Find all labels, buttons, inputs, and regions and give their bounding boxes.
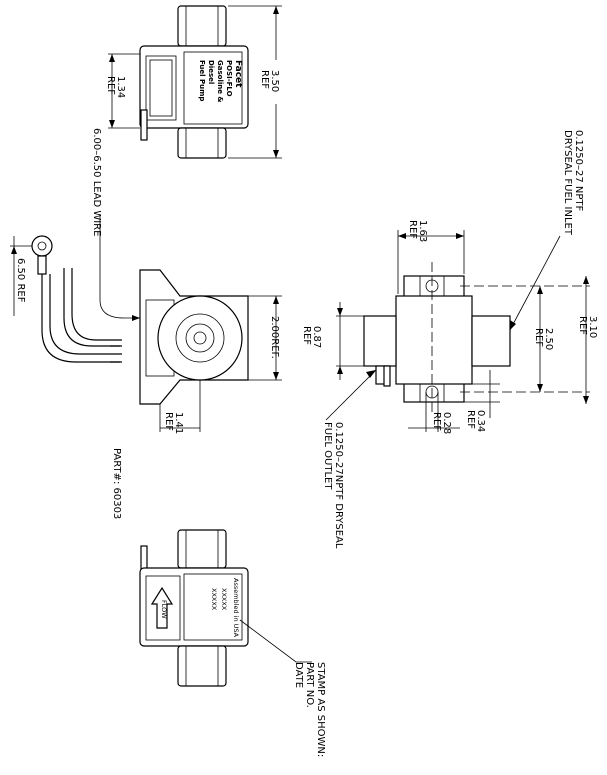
- dim-350-ref: REF: [259, 70, 270, 89]
- label-line3: Diesel: [207, 60, 215, 84]
- stamp-note-3: DATE: [293, 662, 304, 688]
- side-view: 6.50 REF 2.00REF. 1.41: [10, 214, 282, 434]
- dim-028-ref: REF: [431, 412, 442, 431]
- label-brand: Facet: [233, 60, 243, 88]
- flow-label: FLOW: [160, 600, 168, 619]
- dim-134-ref: REF: [105, 76, 116, 95]
- stamp-note-1: STAMP AS SHOWN:: [315, 662, 326, 757]
- dim-141: 1.41: [173, 412, 184, 434]
- dim-350: 3.50: [269, 70, 280, 92]
- dim-310: 3.10: [587, 316, 598, 338]
- label-line4: Fuel Pump: [198, 60, 206, 101]
- dim-250: 2.50: [543, 328, 554, 350]
- dim-250-ref: REF: [533, 328, 544, 347]
- lead-ref: 6.50 REF: [15, 258, 26, 303]
- outlet-note-2: FUEL OUTLET: [322, 422, 333, 490]
- dim-310-ref: REF: [577, 316, 588, 335]
- end-view: 1.63 REF 3.10 REF 2.50 REF 0.87 REF: [301, 130, 598, 549]
- dim-034: 0.34: [475, 410, 486, 432]
- stamp-part: XXXXX: [220, 588, 228, 611]
- stamp-note-2: PART NO.: [304, 662, 315, 708]
- lead-wire-note: 6.00–6.50 LEAD WIRE: [91, 128, 102, 236]
- stamp-date: XXXXX: [210, 588, 218, 611]
- stamp-origin: Assembled in USA: [232, 578, 240, 638]
- outlet-note-1: 0.1250–27NPTF DRYSEAL: [333, 422, 344, 549]
- dim-087-ref: REF: [301, 326, 312, 345]
- inlet-note-1: 0.1250–27 NPTF: [573, 130, 584, 212]
- top-view: Facet POSI-FLO Gasoline & Diesel Fuel Pu…: [105, 5, 282, 159]
- dim-141-ref: REF: [163, 412, 174, 431]
- label-line1: POSI-FLO: [225, 60, 233, 97]
- bottom-view: FLOW Assembled in USA XXXXX XXXXX STAMP …: [139, 529, 326, 757]
- dim-034-ref: REF: [465, 410, 476, 429]
- dim-028: 0.28: [441, 412, 452, 434]
- dim-087: 0.87: [311, 326, 322, 348]
- dim-134: 1.34: [115, 76, 126, 98]
- dim-163-ref: REF: [407, 220, 418, 239]
- inlet-note-2: DRYSEAL FUEL INLET: [562, 130, 573, 236]
- dim-200: 2.00REF.: [269, 316, 280, 359]
- label-line2: Gasoline &: [216, 60, 224, 103]
- part-number: PART#: 60303: [111, 448, 122, 519]
- dim-163: 1.63: [417, 220, 428, 242]
